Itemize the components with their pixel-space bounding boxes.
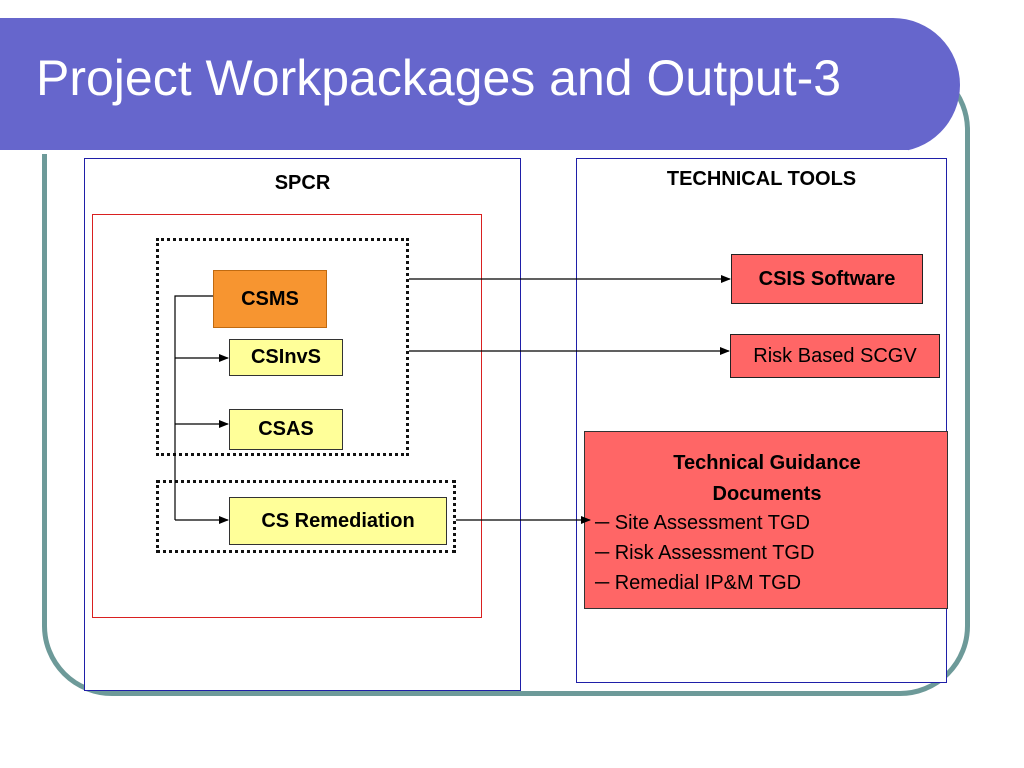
spcr-red-frame (92, 214, 482, 618)
guidance-item-remedial: ─ Remedial IP&M TGD (595, 572, 802, 594)
technical-guidance-title-line1: Technical Guidance (673, 452, 861, 474)
guidance-item-site-assessment: ─ Site Assessment TGD (595, 512, 810, 534)
remediation-group-dotted-frame (156, 480, 456, 553)
management-group-dotted-frame (156, 238, 409, 456)
technical-guidance-box: Technical Guidance Documents ─ Site Asse… (584, 431, 948, 609)
csms-box: CSMS (213, 270, 327, 328)
risk-based-scgv-box: Risk Based SCGV (730, 334, 940, 378)
guidance-item-risk-assessment: ─ Risk Assessment TGD (595, 542, 815, 564)
csas-box: CSAS (229, 409, 343, 450)
csis-software-box: CSIS Software (731, 254, 923, 304)
spcr-heading: SPCR (274, 172, 331, 194)
title-underline (0, 150, 908, 154)
technical-guidance-title: Technical Guidance Documents (585, 448, 949, 510)
slide-title: Project Workpackages and Output-3 (36, 50, 842, 106)
technical-guidance-title-line2: Documents (712, 483, 822, 505)
title-bar (0, 18, 960, 154)
csinvs-box: CSInvS (229, 339, 343, 376)
cs-remediation-box: CS Remediation (229, 497, 447, 545)
technical-tools-heading: TECHNICAL TOOLS (666, 168, 857, 190)
